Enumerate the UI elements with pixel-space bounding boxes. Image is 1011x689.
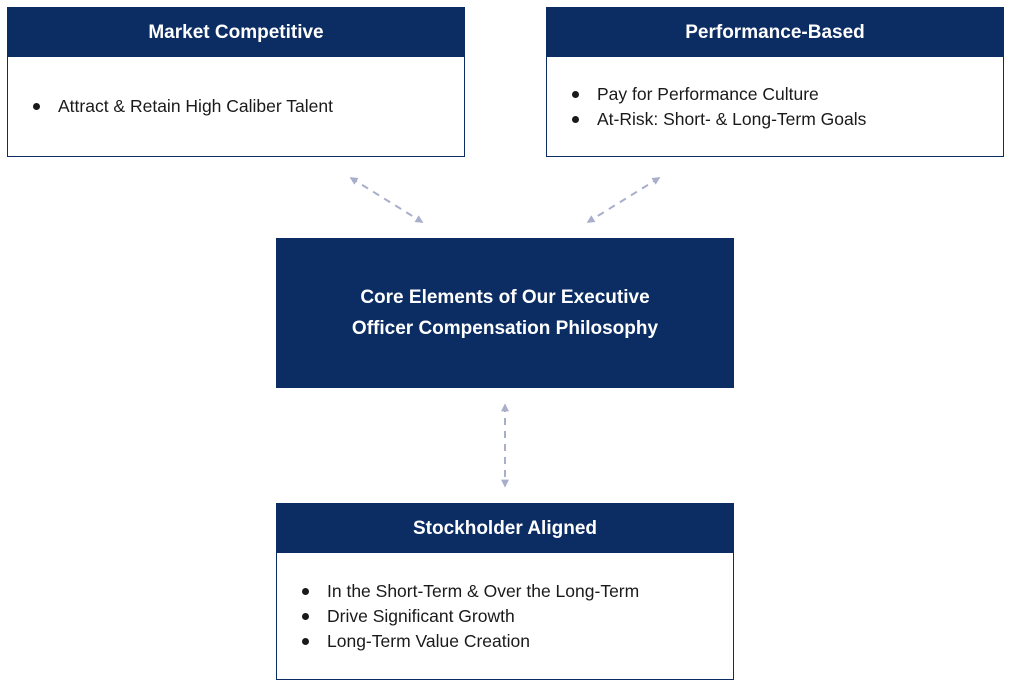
bullet-icon [302,613,309,620]
list-item: Attract & Retain High Caliber Talent [33,94,464,119]
list-item: Drive Significant Growth [302,604,733,629]
market-competitive-body: Attract & Retain High Caliber Talent [8,57,464,119]
market-competitive-title: Market Competitive [8,8,464,57]
stockholder-aligned-list: In the Short-Term & Over the Long-Term D… [302,579,733,654]
stockholder-aligned-box: Stockholder Aligned In the Short-Term & … [276,503,734,680]
market-competitive-list: Attract & Retain High Caliber Talent [33,94,464,119]
list-item-text: Pay for Performance Culture [597,84,819,104]
list-item-text: Long-Term Value Creation [327,631,530,651]
market-competitive-box: Market Competitive Attract & Retain High… [7,7,465,157]
performance-based-title: Performance-Based [547,8,1003,57]
core-elements-line-2: Officer Compensation Philosophy [351,318,659,339]
core-elements-title: Core Elements of Our Executive Officer C… [352,282,658,344]
list-item: Pay for Performance Culture [572,82,1003,107]
list-item-text: In the Short-Term & Over the Long-Term [327,581,640,601]
performance-based-body: Pay for Performance Culture At-Risk: Sho… [547,57,1003,132]
stockholder-aligned-body: In the Short-Term & Over the Long-Term D… [277,553,733,654]
bullet-icon [572,116,579,123]
performance-based-list: Pay for Performance Culture At-Risk: Sho… [572,82,1003,132]
bullet-icon [302,588,309,595]
performance-based-box: Performance-Based Pay for Performance Cu… [546,7,1004,157]
list-item-text: Attract & Retain High Caliber Talent [58,96,333,116]
bullet-icon [572,91,579,98]
list-item: In the Short-Term & Over the Long-Term [302,579,733,604]
list-item: Long-Term Value Creation [302,629,733,654]
right-arrow [586,177,661,223]
list-item-text: At-Risk: Short- & Long-Term Goals [597,109,867,129]
bullet-icon [33,103,40,110]
core-elements-line-1: Core Elements of Our Executive [360,287,650,308]
left-arrow [349,177,424,223]
core-elements-box: Core Elements of Our Executive Officer C… [276,238,734,388]
stockholder-aligned-title: Stockholder Aligned [277,504,733,553]
list-item-text: Drive Significant Growth [327,606,515,626]
list-item: At-Risk: Short- & Long-Term Goals [572,107,1003,132]
bullet-icon [302,638,309,645]
